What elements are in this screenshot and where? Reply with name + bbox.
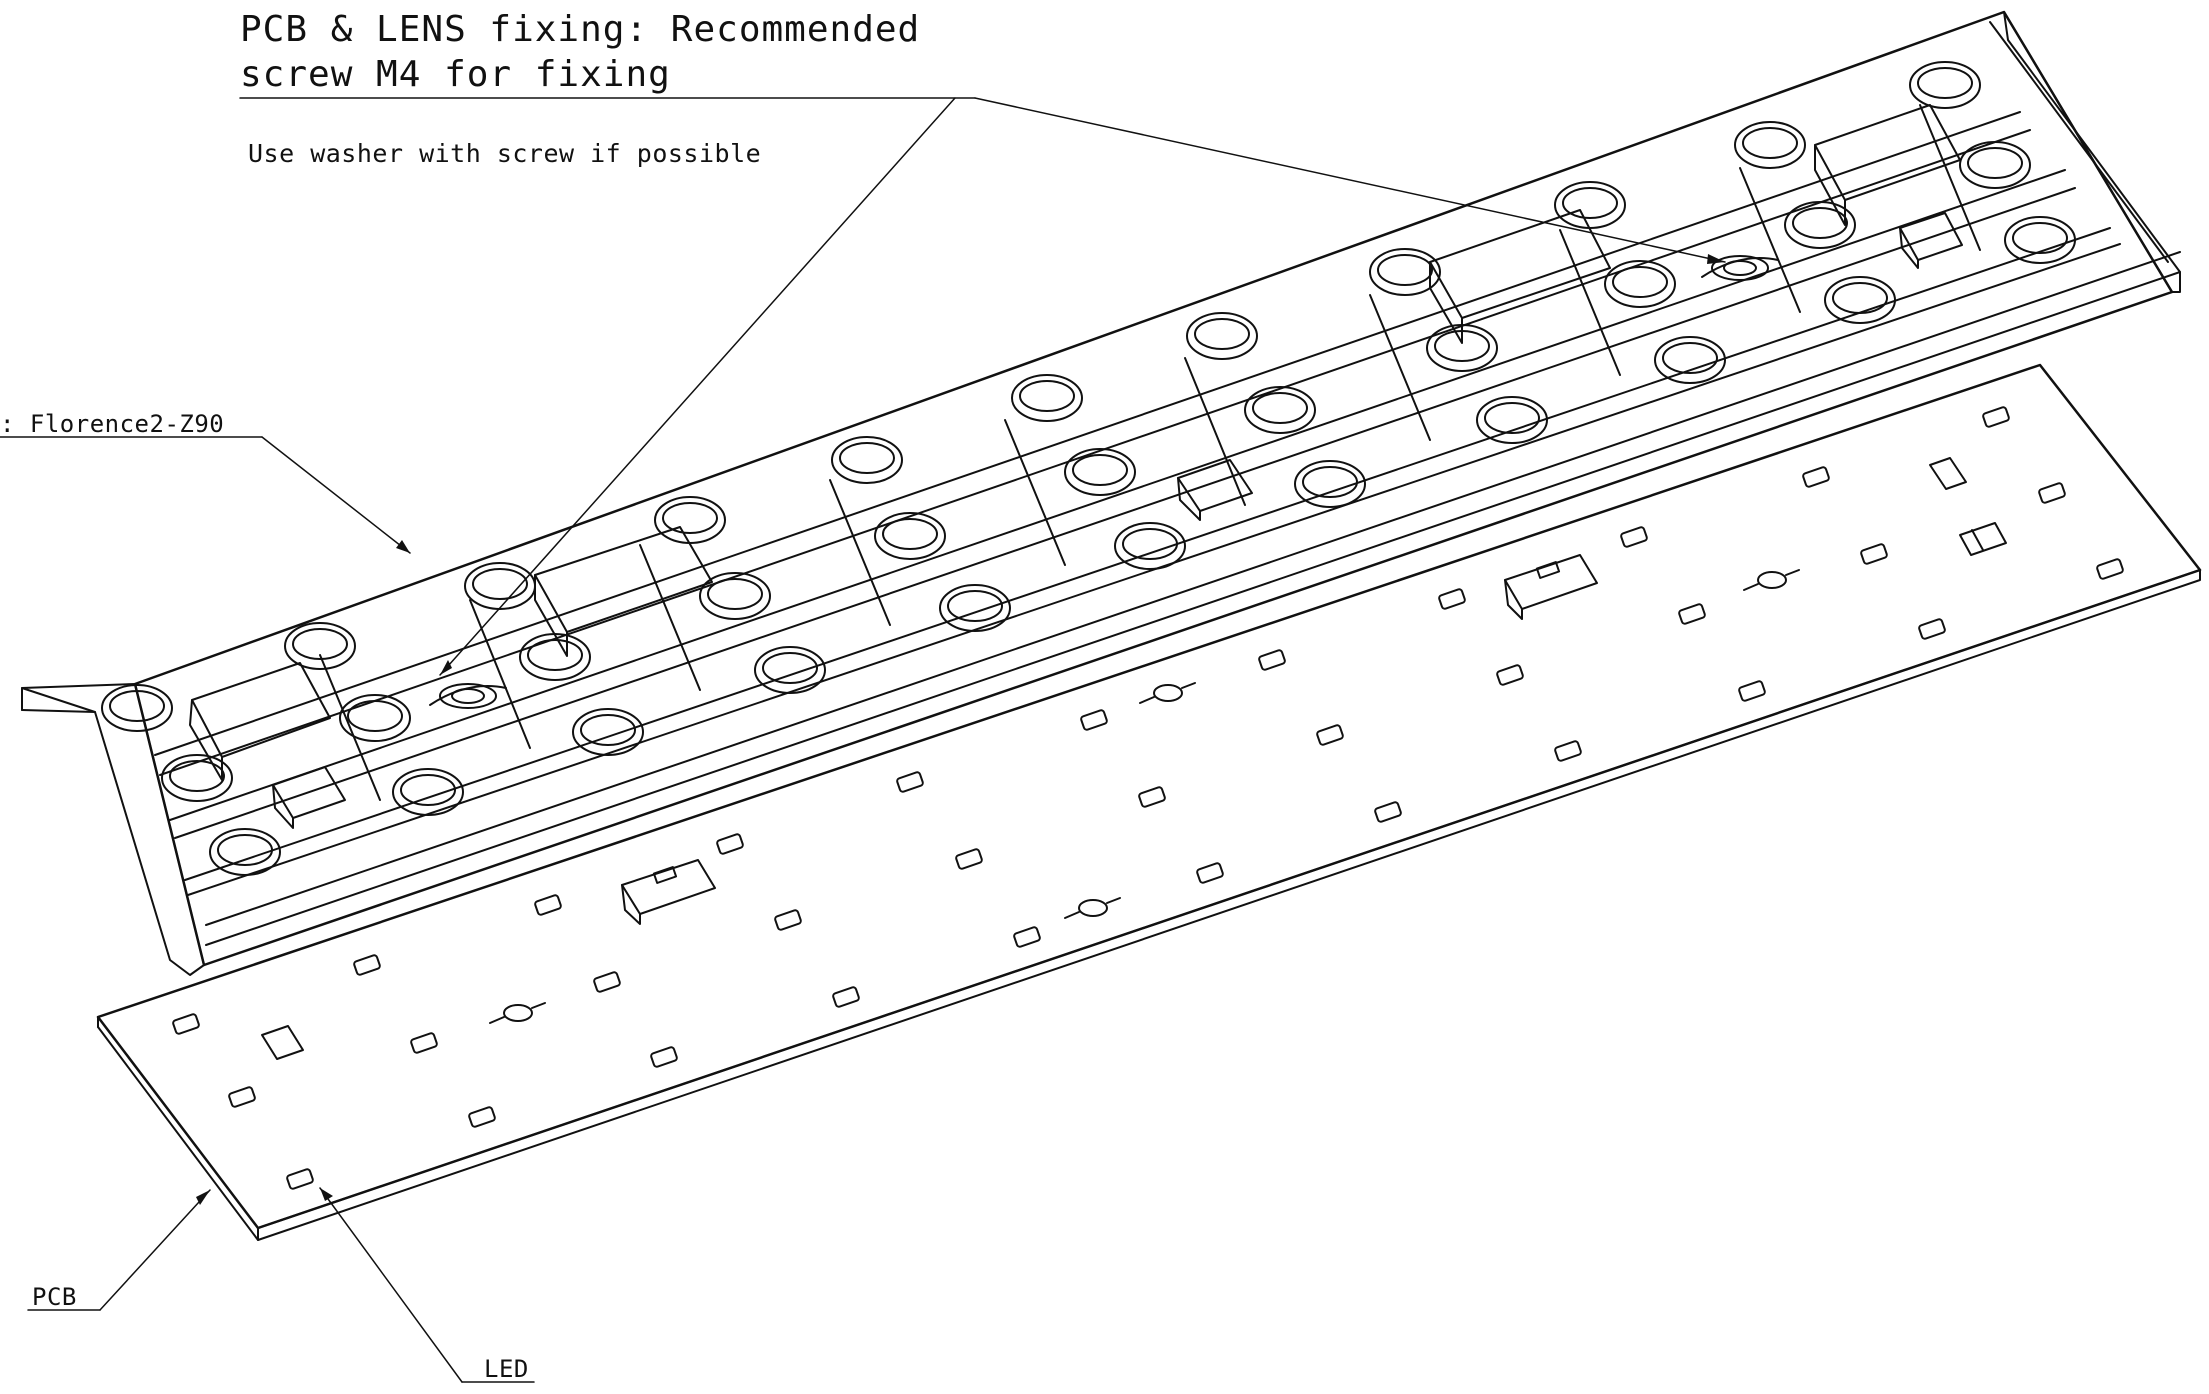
pcb-screw-slots xyxy=(489,569,1800,1024)
pcb-connectors xyxy=(621,522,2007,925)
lens-array-florence2-z90 xyxy=(21,10,2181,976)
pcb-board xyxy=(96,363,2202,1241)
leader-lines xyxy=(0,97,1726,1383)
pcb-callout-label: PCB xyxy=(32,1283,77,1311)
lens-dome-row-middle xyxy=(161,141,2031,802)
fixing-title-line-2: screw M4 for fixing xyxy=(240,54,671,95)
lens-callout-label: : Florence2-Z90 xyxy=(0,410,225,438)
led-callout-label: LED xyxy=(484,1355,529,1383)
led-footprints xyxy=(172,406,2124,1190)
lens-dome-row-bottom xyxy=(209,216,2076,876)
washer-note: Use washer with screw if possible xyxy=(248,139,762,168)
fixing-title-line-1: PCB & LENS fixing: Recommended xyxy=(240,9,921,50)
leader-arrowheads xyxy=(196,254,1725,1205)
lens-dome-row-top xyxy=(101,61,1981,732)
